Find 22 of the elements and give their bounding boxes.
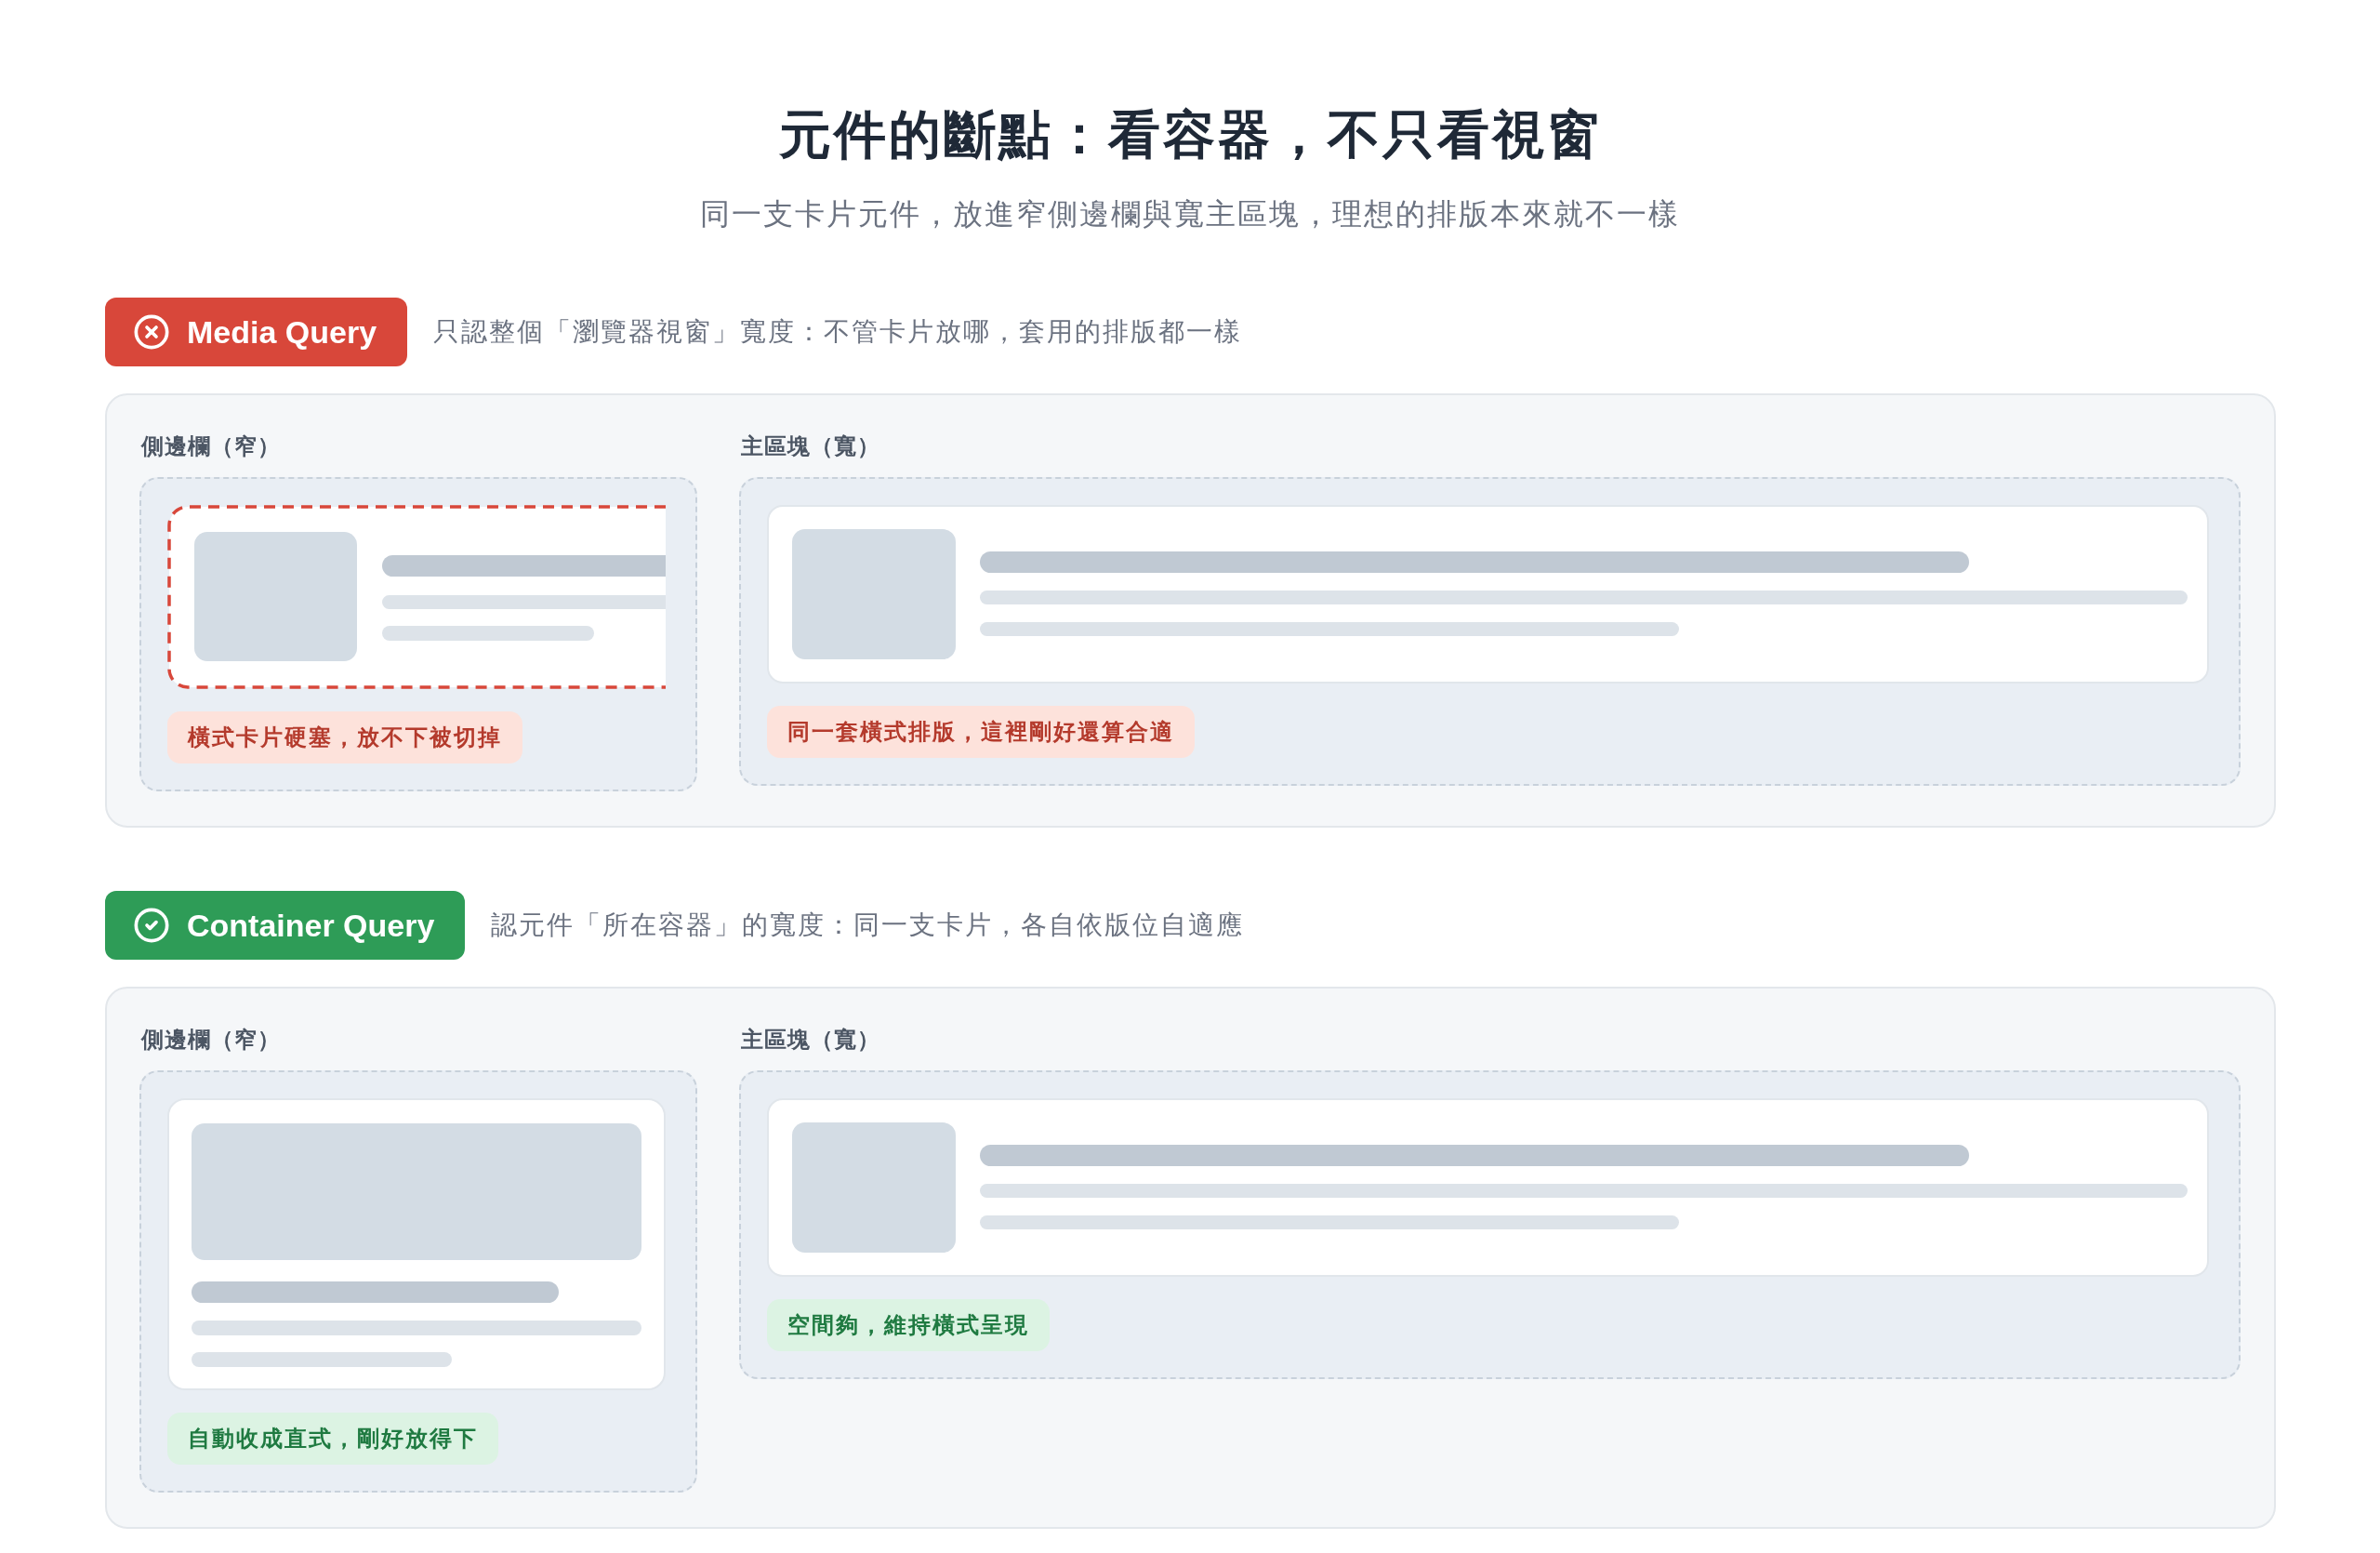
subtitle: 同一支卡片元件，放進窄側邊欄與寬主區塊，理想的排版本來就不一樣	[700, 196, 1680, 232]
result-note: 空間夠，維持橫式呈現	[767, 1299, 1050, 1351]
card-wireframe	[767, 505, 2209, 684]
method-tag	[105, 298, 408, 366]
description-text: 只認整個「瀏覽器視窗」寬度：不管卡片放哪，套用的排版都一樣	[433, 316, 1243, 348]
result-note: 橫式卡片硬塞，放不下被切掉	[167, 711, 522, 763]
zone-heading: 主區塊（寬）	[741, 432, 880, 460]
zone-heading: 主區塊（寬）	[741, 1026, 880, 1054]
tag-label: Media Query	[187, 313, 377, 352]
comparison-panel	[105, 393, 2276, 828]
zone-heading: 側邊欄（窄）	[141, 432, 281, 460]
zone-heading: 側邊欄（窄）	[141, 1026, 281, 1054]
card-wireframe	[167, 505, 666, 689]
result-note: 同一套橫式排版，這裡剛好還算合適	[767, 706, 1195, 758]
description-text: 認元件「所在容器」的寬度：同一支卡片，各自依版位自適應	[491, 909, 1245, 941]
tag-label: Container Query	[187, 907, 435, 945]
method-tag	[105, 891, 466, 960]
card-wireframe	[767, 1098, 2209, 1277]
result-note: 自動收成直式，剛好放得下	[167, 1413, 498, 1465]
card-wireframe	[167, 1098, 666, 1390]
comparison-panel	[105, 987, 2276, 1529]
diagram-title: 元件的斷點：看容器，不只看視窗	[778, 104, 1602, 166]
